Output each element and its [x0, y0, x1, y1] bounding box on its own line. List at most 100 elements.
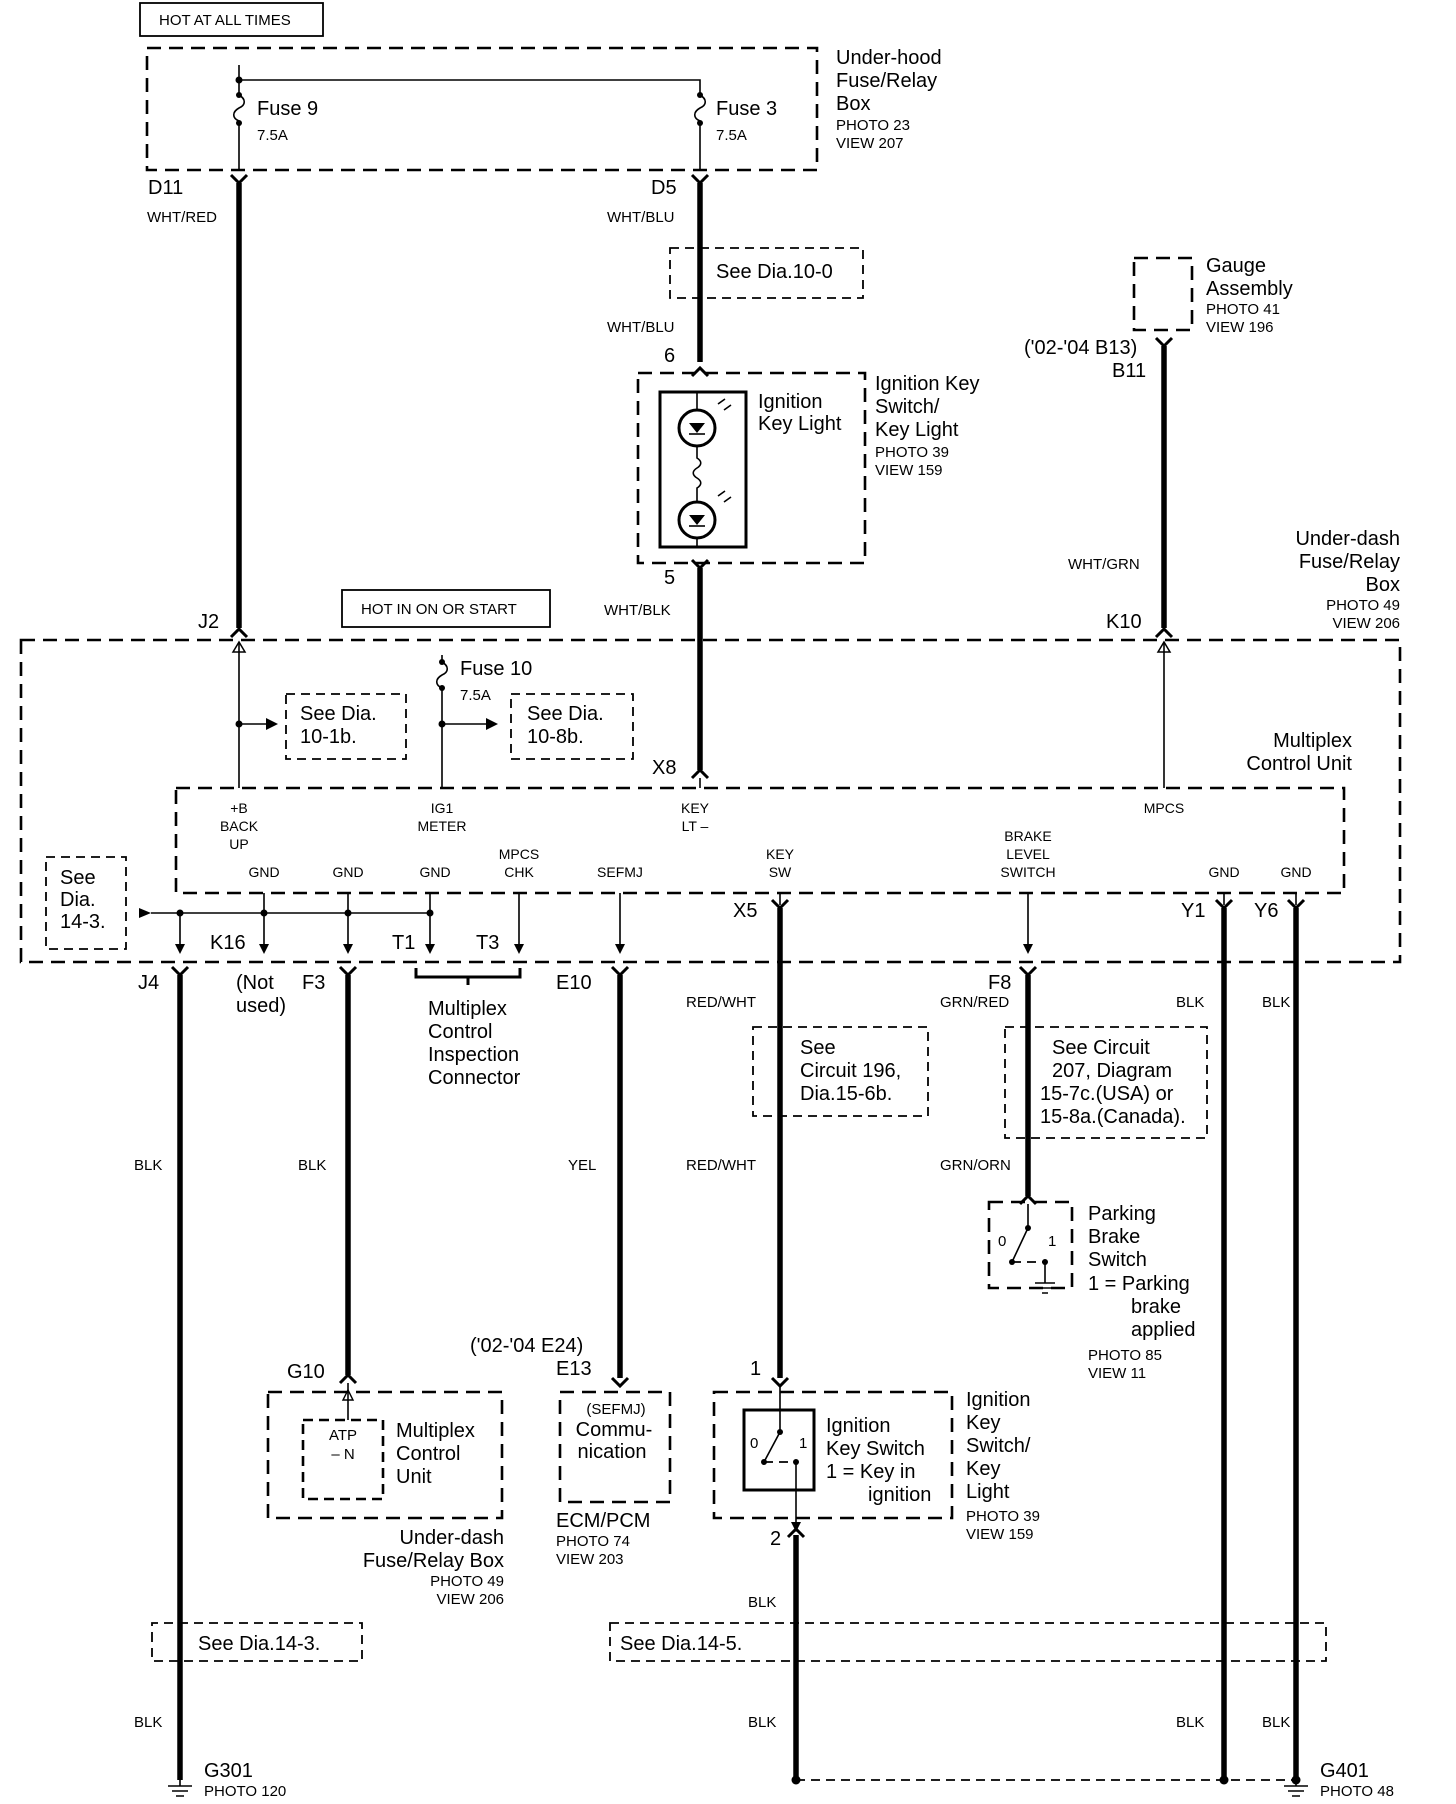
ignition-key-switch-box [712, 1390, 954, 1520]
mcu-backup-1: +B [230, 800, 248, 816]
underdash-title-3: Box [1366, 574, 1400, 596]
fuse9-rating: 7.5A [257, 127, 288, 144]
fuse-dot [439, 659, 445, 665]
mcu-backup-2: BACK [220, 818, 259, 834]
parking-title-2: Brake [1088, 1226, 1140, 1248]
mcu-lower-2: Control [396, 1443, 460, 1465]
see-circuit-207-box [1004, 1026, 1208, 1139]
connector-d11 [229, 173, 249, 186]
mcu-mpcschk-2: CHK [504, 864, 534, 880]
key-light-title-3: Key Light [875, 419, 959, 441]
connector-g10 [338, 1372, 358, 1385]
parking-brake-switch-box [987, 1200, 1074, 1290]
wire-label-grn-orn: GRN/ORN [940, 1157, 1011, 1174]
not-used-2: used) [236, 995, 286, 1017]
fuse-dot [697, 92, 703, 98]
ign-switch-inner [742, 1408, 816, 1492]
wire-label-blk-f3: BLK [298, 1157, 326, 1174]
ecm-photo: PHOTO 74 [556, 1533, 630, 1550]
pin-6: 6 [664, 345, 675, 367]
parking-photo: PHOTO 85 [1088, 1347, 1162, 1364]
key-light-title-2: Switch/ [875, 396, 940, 418]
ecm-alt-pin: ('02-'04 E24) [470, 1335, 583, 1357]
key-light-inner [658, 390, 748, 549]
underdash-fuse-box [19, 638, 1402, 964]
gauge-assembly-box [1132, 256, 1194, 332]
wire-label-wht-blu-1: WHT/BLU [607, 209, 675, 226]
ignition-key-light-box [636, 371, 867, 565]
wire-label-blk-y1: BLK [1176, 994, 1204, 1011]
fuse3-rating: 7.5A [716, 127, 747, 144]
mcu-mpcschk-1: MPCS [499, 846, 539, 862]
ign-pos-1: 1 [799, 1435, 807, 1452]
led-symbol [689, 515, 705, 525]
hot-in-on-or-start-box [341, 589, 551, 628]
mcu-lower-box-1: Under-dash [399, 1527, 504, 1549]
mcu-title-1: Multiplex [1273, 730, 1352, 752]
ground-g401: G401 [1320, 1760, 1369, 1782]
fuse-dot [439, 685, 445, 691]
ecm-line-2: Commu- [576, 1419, 653, 1441]
underdash-mcu-box [266, 1390, 504, 1520]
parking-title-3: Switch [1088, 1249, 1147, 1271]
see-circuit-196-1: See [800, 1037, 836, 1059]
connector-parking [1018, 1193, 1038, 1206]
arrow-up [341, 1388, 355, 1401]
parking-pos-0: 0 [998, 1233, 1006, 1250]
see-dia-10-8b-2: 10-8b. [527, 726, 584, 748]
fuse10-rating: 7.5A [460, 687, 491, 704]
see-dia-10-0: See Dia.10-0 [716, 261, 833, 283]
mcu-lower-view: VIEW 206 [436, 1591, 504, 1608]
underhood-photo: PHOTO 23 [836, 117, 910, 134]
wire-label-red-wht-2: RED/WHT [686, 1157, 756, 1174]
mcu-gnd-1: GND [248, 864, 279, 880]
pin-d11: D11 [148, 177, 183, 199]
underdash-title-2: Fuse/Relay [1299, 551, 1400, 573]
mcu-brake-1: BRAKE [1004, 828, 1051, 844]
pin-t3: T3 [476, 932, 499, 954]
underdash-photo: PHOTO 49 [1326, 597, 1400, 614]
see-dia-14-3-box [45, 856, 127, 950]
ground-icon [168, 1780, 192, 1797]
led-symbol [689, 423, 705, 433]
gauge-title-2: Assembly [1206, 278, 1293, 300]
junction-dot [438, 720, 446, 728]
arrow-down [1023, 944, 1033, 954]
ecm-line-3: nication [578, 1441, 647, 1463]
arrow-down [259, 944, 269, 954]
inspection-3: Inspection [428, 1044, 519, 1066]
pin-x5: X5 [733, 900, 757, 922]
pin-k10: K10 [1106, 611, 1142, 633]
connector-e10 [610, 965, 630, 978]
arrow-down [175, 944, 185, 954]
ign-photo: PHOTO 39 [966, 1508, 1040, 1525]
fuse10-label: Fuse 10 [460, 658, 532, 680]
mcu-brake-3: SWITCH [1000, 864, 1055, 880]
ign-switch-pin-2: 2 [770, 1528, 781, 1550]
mcu-keysw-2: SW [769, 864, 792, 880]
parking-view: VIEW 11 [1088, 1365, 1146, 1382]
gauge-photo: PHOTO 41 [1206, 301, 1280, 318]
see-dia-10-0-box [669, 247, 864, 299]
mcu-sefmj: SEFMJ [597, 864, 643, 880]
key-light-title-1: Ignition Key [875, 373, 980, 395]
underhood-fuse-box [145, 46, 819, 172]
mcu-backup-3: UP [229, 836, 248, 852]
see-dia-10-1b-2: 10-1b. [300, 726, 357, 748]
arrow-right [139, 908, 151, 918]
arrow-down [615, 944, 625, 954]
arrow-up [1156, 640, 1172, 653]
ground-g301-photo: PHOTO 120 [204, 1783, 286, 1800]
see-dia-10-1b-box [285, 693, 407, 760]
underdash-title-1: Under-dash [1295, 528, 1400, 550]
mcu-keylt-1: KEY [681, 800, 710, 816]
mcu-gnd-5: GND [1280, 864, 1311, 880]
pin-e13: E13 [556, 1358, 592, 1380]
gauge-alt-pin: ('02-'04 B13) [1024, 337, 1137, 359]
not-used-1: (Not [236, 972, 274, 994]
ecm-pcm-box [558, 1390, 672, 1504]
wire-label-blk-bottom-left: BLK [134, 1714, 162, 1731]
mcu-keylt-2: LT – [682, 818, 709, 834]
see-circuit-207-1: See Circuit [1052, 1037, 1150, 1059]
junction-dot [235, 76, 243, 84]
